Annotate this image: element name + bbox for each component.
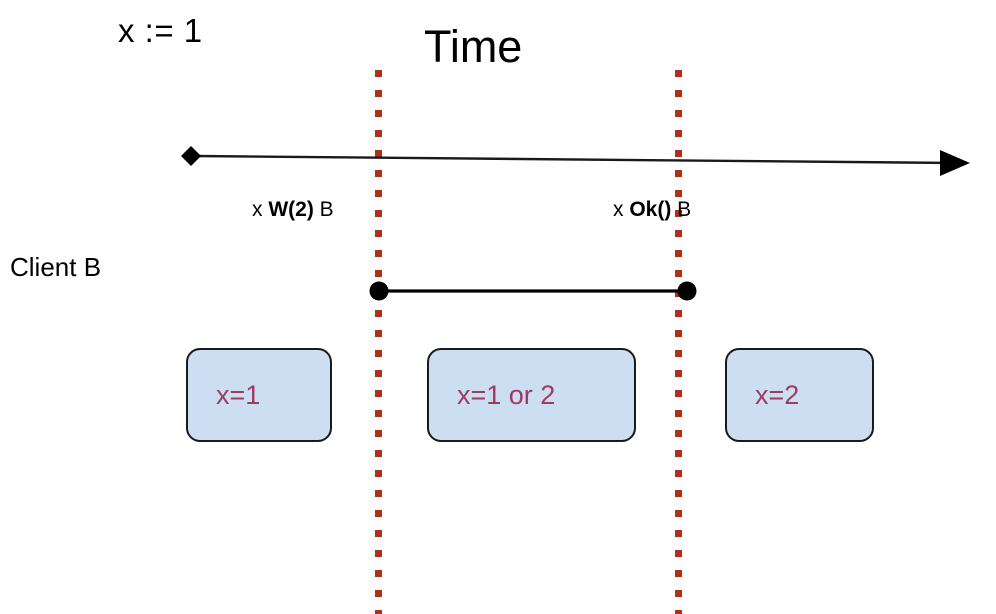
assignment-annotation: x := 1 [118, 12, 203, 49]
event-write-prefix: x [252, 198, 269, 221]
state-box-after: x=2 [725, 348, 874, 442]
event-ok-call: Ok() [629, 198, 672, 221]
state-box-during: x=1 or 2 [427, 348, 636, 442]
arrow-marker [940, 150, 970, 176]
diamond-marker [181, 146, 201, 166]
event-label-ok: x Ok() B [613, 199, 691, 220]
event-line-write [375, 70, 382, 614]
state-box-before: x=1 [186, 348, 332, 442]
event-ok-prefix: x [613, 198, 630, 221]
event-label-write: x W(2) B [252, 199, 334, 220]
state-box-label: x=2 [755, 379, 800, 410]
time-axis-line [195, 154, 958, 165]
actor-label-client-b: Client B [10, 252, 102, 282]
state-box-label: x=1 [216, 379, 261, 410]
event-write-call: W(2) [268, 198, 314, 221]
state-box-label: x=1 or 2 [457, 379, 556, 410]
event-ok-suffix: B [671, 198, 692, 221]
event-write-suffix: B [313, 198, 334, 221]
event-line-ok [675, 70, 682, 614]
page-title: Time [424, 21, 523, 72]
